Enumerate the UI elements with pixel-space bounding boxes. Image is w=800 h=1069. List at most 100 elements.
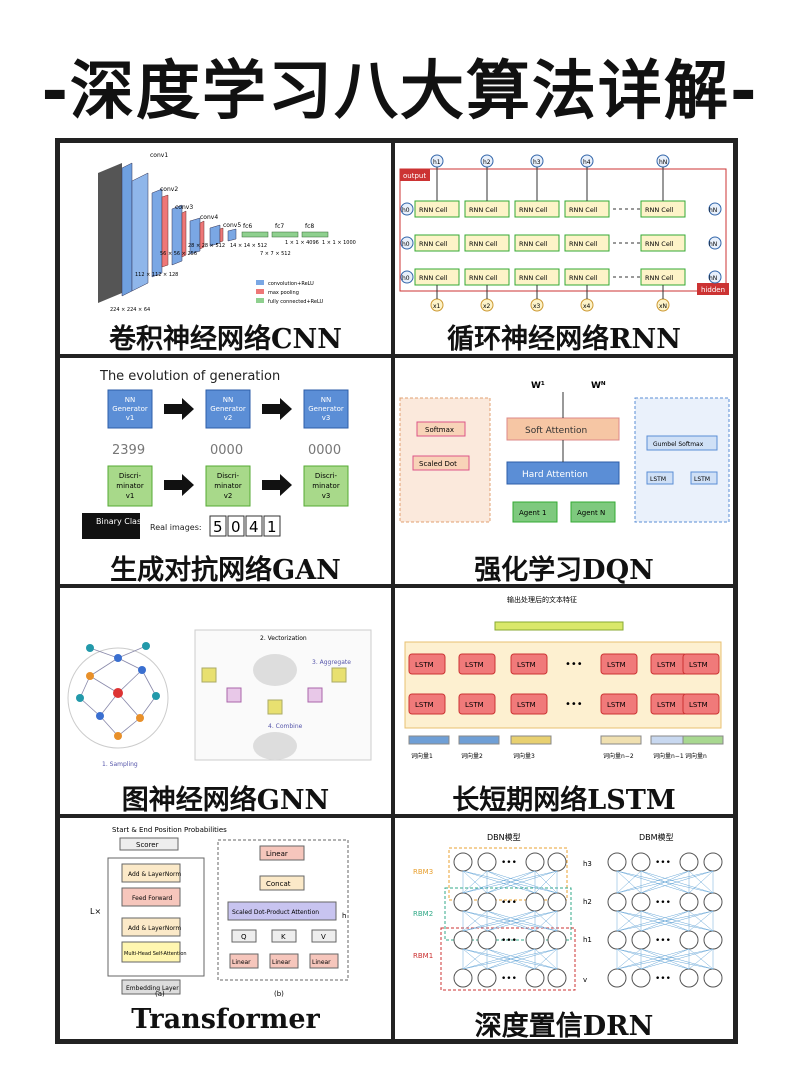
- cell-dbn: DBN模型 DBM模型 RBM3 RBM2 RBM1 •••••••••••••…: [393, 816, 735, 1041]
- gan-discriminator: [205, 465, 251, 507]
- dbn-ellipsis: •••: [501, 898, 517, 908]
- lstm-cell: [600, 653, 638, 675]
- lstm-cell-label: LSTM: [689, 701, 708, 709]
- rbm3: RBM3: [413, 868, 433, 876]
- label-conv3: conv3: [175, 204, 193, 211]
- tf-sdpa: Scaled Dot-Product Attention: [232, 909, 319, 916]
- rbm1: RBM1: [413, 952, 433, 960]
- gan-generator-line2: Generator: [112, 405, 148, 413]
- dbn-unit: [453, 968, 473, 988]
- gan-fake-digits: 2399: [112, 443, 145, 458]
- gan-generator-line3: v1: [126, 414, 135, 422]
- rnn-cell-label: RNN Cell: [469, 206, 498, 214]
- agent-1: Agent 1: [519, 509, 546, 517]
- gan-generator: [205, 389, 251, 429]
- gan-fake-digits: 0000: [210, 443, 243, 458]
- dqn-diagram: Softmax Scaled Dot Soft Attention Hard A…: [399, 381, 730, 523]
- dim-8: 1 × 1 × 1000: [322, 240, 356, 246]
- dbm-title: DBM模型: [639, 832, 674, 842]
- lstm-cell-label: LSTM: [607, 701, 626, 709]
- dbn-unit: [525, 892, 545, 912]
- tf-linear-box: [309, 953, 339, 969]
- gnn-node: [113, 688, 123, 698]
- dbn-unit: [477, 930, 497, 950]
- tf-lx: L×: [90, 907, 101, 916]
- tf-scorer: Scorer: [136, 841, 159, 849]
- word-vector-label: 词向量n: [685, 752, 707, 760]
- rnn-cell-label: RNN Cell: [519, 274, 548, 282]
- tf-qkv-box: [271, 929, 297, 943]
- dqn-lstm-2: LSTM: [694, 476, 710, 483]
- gan-generator-line2: Generator: [308, 405, 344, 413]
- dbn-unit: [525, 930, 545, 950]
- dbm-unit: [679, 892, 699, 912]
- dbn-unit: [477, 968, 497, 988]
- output-tag: output: [403, 172, 426, 180]
- gan-real-digit-box: [209, 515, 227, 537]
- gnn-node: [76, 694, 84, 702]
- gnn-sampling: 1. Sampling: [102, 761, 138, 768]
- dbn-unit: [547, 892, 567, 912]
- dbn-unit: [525, 968, 545, 988]
- tf-qkv-box: [311, 929, 337, 943]
- gnn-node: [86, 672, 94, 680]
- legend-fc: fully connected+ReLU: [268, 299, 323, 305]
- lstm-cell-label: LSTM: [517, 701, 536, 709]
- label-fc7: fc7: [275, 223, 284, 230]
- dbn-ellipsis: •••: [501, 974, 517, 984]
- lstm-ellipsis: •••: [565, 659, 583, 670]
- gan-generator-line3: v2: [224, 414, 233, 422]
- rnn-cell-label: RNN Cell: [569, 274, 598, 282]
- dbm-unit: [631, 968, 651, 988]
- rnn-hn-label: hN: [709, 207, 717, 214]
- rbm2: RBM2: [413, 910, 433, 918]
- dbn-unit: [453, 930, 473, 950]
- rnn-cell: [564, 234, 610, 252]
- label-fc6: fc6: [243, 223, 252, 230]
- label-fc8: fc8: [305, 223, 314, 230]
- gnn-node: [86, 644, 94, 652]
- gan-generator-line3: v3: [322, 414, 331, 422]
- rnn-cell-label: RNN Cell: [645, 274, 674, 282]
- real-images-label: Real images:: [150, 523, 202, 532]
- rnn-input-label: x1: [433, 303, 441, 310]
- dbm-ellipsis: •••: [655, 898, 671, 908]
- dbm-unit: [679, 852, 699, 872]
- rnn-cell: [414, 234, 460, 252]
- gnn-node: [114, 732, 122, 740]
- gnn-label: 图神经网络GNN: [121, 785, 330, 816]
- tf-linear-label: Linear: [312, 959, 331, 966]
- dbm-unit: [679, 968, 699, 988]
- dbm-unit: [631, 892, 651, 912]
- cnn-label: 卷积神经网络CNN: [109, 324, 342, 355]
- lstm-cell-label: LSTM: [657, 661, 676, 669]
- gan-arrow: [164, 398, 194, 420]
- gan-generator-line2: Generator: [210, 405, 246, 413]
- gan-fake-digits: 0000: [308, 443, 341, 458]
- dbn-unit: [477, 852, 497, 872]
- gan-disc-line2: minator: [116, 482, 144, 490]
- dbm-unit: [703, 852, 723, 872]
- dbn-label: 深度置信DRN: [474, 1011, 654, 1041]
- cnn-diagram: conv1 conv2 conv3 conv4 conv5 fc6 fc7 fc…: [98, 152, 356, 313]
- gnn-combine: 4. Combine: [268, 723, 303, 730]
- dim-3: 56 × 56 × 256: [160, 251, 197, 257]
- rnn-label: 循环神经网络RNN: [447, 324, 681, 355]
- dbn-unit: [547, 930, 567, 950]
- rnn-h0-node: [400, 236, 414, 250]
- rnn-output-label: h4: [583, 159, 591, 166]
- agent-n: Agent N: [577, 509, 605, 517]
- word-vector-bar: [600, 735, 642, 745]
- tf-qkv-label: V: [321, 933, 326, 941]
- rnn-cell: [640, 234, 686, 252]
- gan-arrow: [262, 398, 292, 420]
- rnn-cell-label: RNN Cell: [569, 240, 598, 248]
- tf-a: (a): [155, 990, 165, 998]
- rnn-cell-label: RNN Cell: [469, 240, 498, 248]
- tf-h: h: [342, 912, 346, 920]
- dbn-unit: [525, 852, 545, 872]
- wn: Wᴺ: [591, 381, 606, 391]
